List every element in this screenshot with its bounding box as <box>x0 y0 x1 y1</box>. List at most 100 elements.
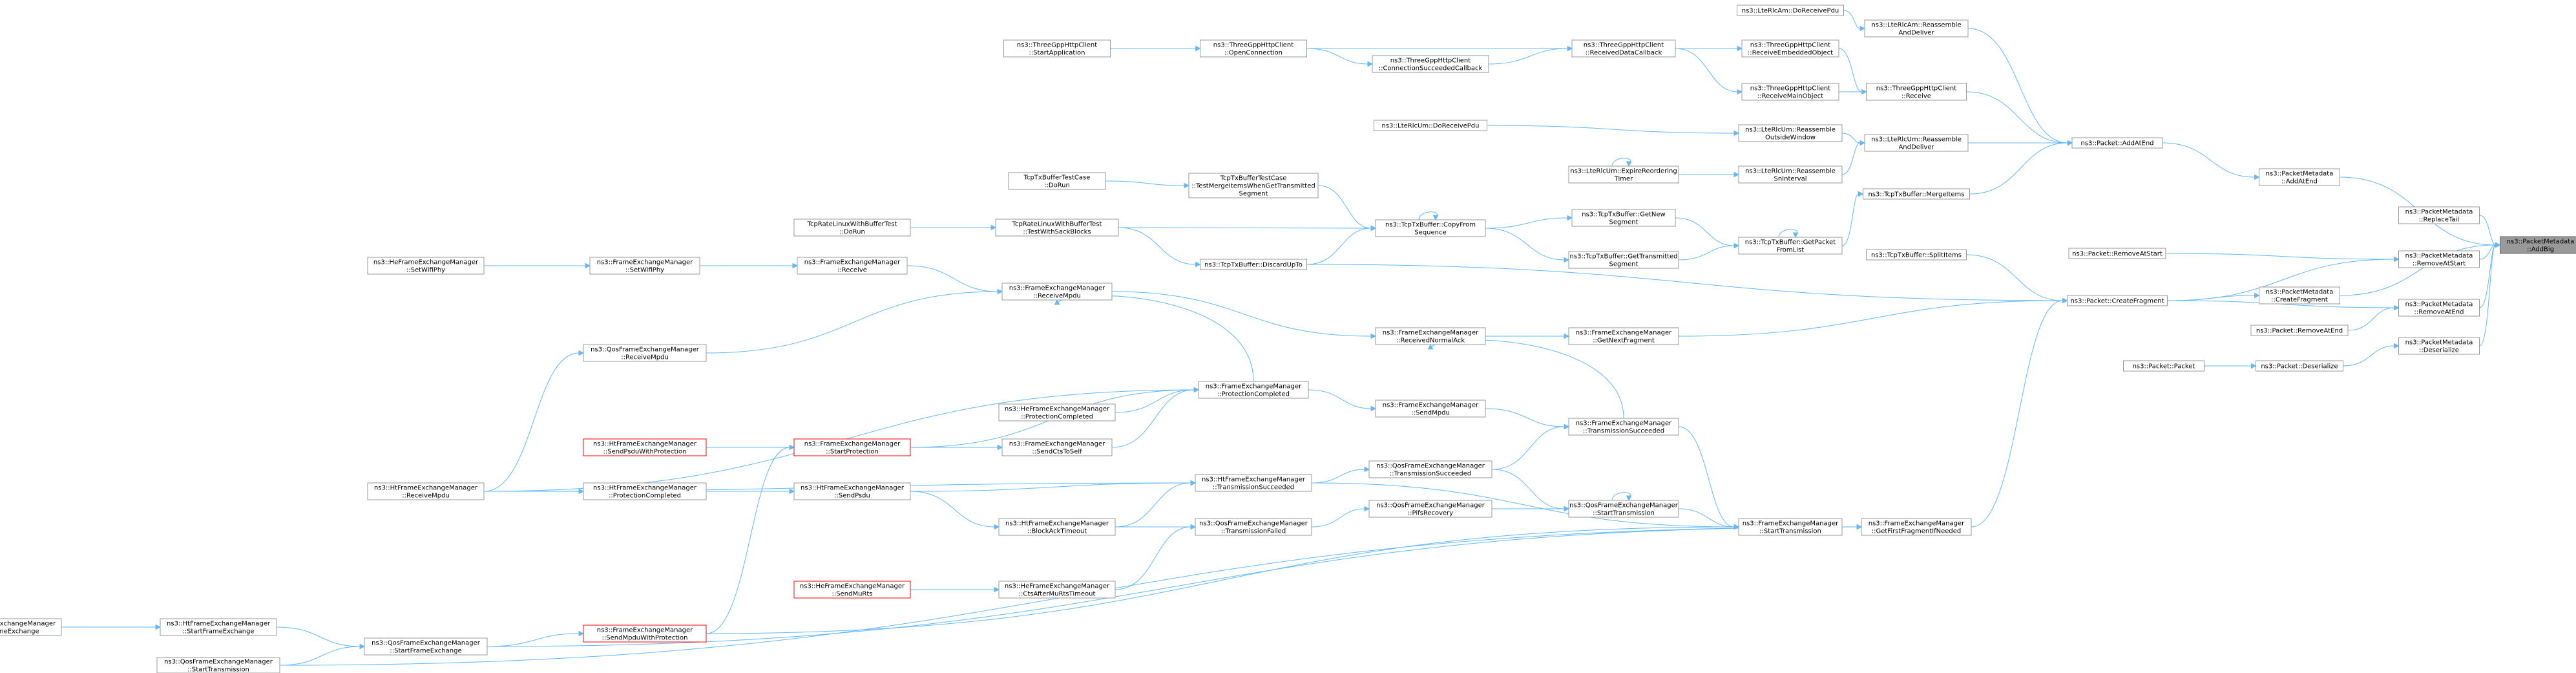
node-qos-tx-succeeded[interactable]: ns3::QosFrameExchangeManager::Transmissi… <box>1368 460 1492 478</box>
node-fem-protection-completed[interactable]: ns3::FrameExchangeManager::ProtectionCom… <box>1198 381 1309 399</box>
node-he-set-wifi-phy[interactable]: ns3::HeFrameExchangeManager::SetWifiPhy <box>367 257 485 275</box>
node-fem-send-mpdu-with-protection[interactable]: ns3::FrameExchangeManager::SendMpduWithP… <box>583 625 707 643</box>
node-pm-replace-tail[interactable]: ns3::PacketMetadata::ReplaceTail <box>2398 206 2480 224</box>
node-test-merge-items[interactable]: TcpTxBufferTestCase::TestMergeItemsWhenG… <box>1188 173 1319 198</box>
node-label-line: ns3::HtFrameExchangeManager <box>593 441 697 448</box>
arrow-head-icon <box>155 624 162 630</box>
node-label-line: TcpTxBufferTestCase <box>1023 175 1091 182</box>
node-layer: ns3::PacketMetadata::AddBigns3::PacketMe… <box>0 5 2576 673</box>
node-fem-receive[interactable]: ns3::FrameExchangeManager::Receive <box>797 257 908 275</box>
node-pm-create-fragment[interactable]: ns3::PacketMetadata::CreateFragment <box>2259 286 2340 304</box>
node-qos-receive-mpdu[interactable]: ns3::QosFrameExchangeManager::ReceiveMpd… <box>583 344 707 362</box>
node-qos-pifs-recovery[interactable]: ns3::QosFrameExchangeManager::PifsRecove… <box>1368 500 1492 518</box>
node-box <box>1571 39 1676 58</box>
node-http-conn-succeeded[interactable]: ns3::ThreeGppHttpClient::ConnectionSucce… <box>1372 55 1489 73</box>
node-pm-deserialize[interactable]: ns3::PacketMetadata::Deserialize <box>2398 337 2480 355</box>
node-http-recv-embedded[interactable]: ns3::ThreeGppHttpClient::ReceiveEmbedded… <box>1741 39 1839 58</box>
node-p-packet[interactable]: ns3::Packet::Packet <box>2123 360 2204 372</box>
node-box <box>1866 83 1967 101</box>
node-pm-remove-at-start[interactable]: ns3::PacketMetadata::RemoveAtStart <box>2398 250 2480 268</box>
node-qos-start-frame-exchange[interactable]: ns3::QosFrameExchangeManager::StartFrame… <box>364 637 488 656</box>
call-edge <box>1488 48 1568 65</box>
node-um-do-receive-pdu[interactable]: ns3::LteRlcUm::DoReceivePdu <box>1374 120 1487 131</box>
node-he-cts-after-mu-rts[interactable]: ns3::HeFrameExchangeManager::CtsAfterMuR… <box>998 581 1116 599</box>
node-qos-tx-failed[interactable]: ns3::QosFrameExchangeManager::Transmissi… <box>1195 518 1312 536</box>
node-fem-start-protection[interactable]: ns3::FrameExchangeManager::StartProtecti… <box>793 438 911 456</box>
node-label-line: ns3::PacketMetadata <box>2266 289 2334 296</box>
node-he-send-mu-rts[interactable]: ns3::HeFrameExchangeManager::SendMuRts <box>793 581 911 599</box>
node-http-receive[interactable]: ns3::ThreeGppHttpClient::Receive <box>1866 83 1967 101</box>
node-p-deserialize[interactable]: ns3::Packet::Deserialize <box>2256 360 2343 372</box>
node-label-line: ns3::Packet::Deserialize <box>2261 363 2338 370</box>
node-test-linux-do-run[interactable]: TcpRateLinuxWithBufferTest::DoRun <box>793 219 911 237</box>
node-label-line: ::StartTransmission <box>1593 510 1655 517</box>
node-he-protection-completed[interactable]: ns3::HeFrameExchangeManager::ProtectionC… <box>998 403 1116 422</box>
node-fem-send-mpdu[interactable]: ns3::FrameExchangeManager::SendMpdu <box>1375 400 1486 418</box>
call-edge <box>906 265 998 292</box>
node-label-line: FromList <box>1777 247 1804 254</box>
node-ht-tx-succeeded[interactable]: ns3::HtFrameExchangeManager::Transmissio… <box>1195 474 1312 492</box>
node-fem-get-next-fragment[interactable]: ns3::FrameExchangeManager::GetNextFragme… <box>1568 327 1679 345</box>
node-he-start-frame-exchange[interactable]: ns3::HeFrameExchangeManager::StartFrameE… <box>0 618 62 636</box>
node-http-recv-main[interactable]: ns3::ThreeGppHttpClient::ReceiveMainObje… <box>1741 83 1839 101</box>
node-http-start-app[interactable]: ns3::ThreeGppHttpClient::StartApplicatio… <box>1003 39 1111 58</box>
node-ht-send-psdu[interactable]: ns3::HtFrameExchangeManager::SendPsdu <box>793 482 911 500</box>
node-tx-split-items[interactable]: ns3::TcpTxBuffer::SplitItems <box>1866 249 1967 261</box>
node-test-sack-blocks[interactable]: TcpRateLinuxWithBufferTest::TestWithSack… <box>995 219 1119 237</box>
call-edge <box>1491 469 1565 509</box>
node-label-line: AndDeliver <box>1898 30 1934 37</box>
node-ht-block-ack-timeout[interactable]: ns3::HtFrameExchangeManager::BlockAckTim… <box>998 518 1116 536</box>
node-label-line: ::AddBig <box>2527 246 2554 253</box>
node-label-line: ns3::FrameExchangeManager <box>804 259 901 266</box>
arrow-head-icon <box>2254 174 2260 180</box>
node-label-line: ::ReceiveEmbeddedObject <box>1748 50 1833 57</box>
node-fem-set-wifi-phy[interactable]: ns3::FrameExchangeManager::SetWifiPhy <box>589 257 700 275</box>
node-box <box>0 618 62 636</box>
node-label-line: ::StartProtection <box>826 449 879 456</box>
node-box <box>1195 518 1312 536</box>
call-edge <box>2479 244 2496 260</box>
node-pm-remove-at-end[interactable]: ns3::PacketMetadata::RemoveAtEnd <box>2398 299 2480 317</box>
node-fem-send-cts-to-self[interactable]: ns3::FrameExchangeManager::SendCtsToSelf <box>1001 438 1113 456</box>
arrow-head-icon <box>1567 45 1573 52</box>
node-pm-add-at-end[interactable]: ns3::PacketMetadata::AddAtEnd <box>2259 168 2340 186</box>
call-edge <box>2167 295 2255 301</box>
node-qos-start-transmission[interactable]: ns3::QosFrameExchangeManager::StartTrans… <box>1568 500 1679 518</box>
node-p-create-fragment[interactable]: ns3::Packet::CreateFragment <box>2067 295 2168 306</box>
arrow-head-icon <box>1861 89 1867 95</box>
node-ht-start-frame-exchange[interactable]: ns3::HtFrameExchangeManager::StartFrameE… <box>160 618 277 636</box>
node-fem-received-normal-ack[interactable]: ns3::FrameExchangeManager::ReceivedNorma… <box>1375 327 1486 345</box>
node-fem-get-first-fragment[interactable]: ns3::FrameExchangeManager::GetFirstFragm… <box>1861 518 1972 536</box>
node-label-line: Segment <box>1609 219 1639 226</box>
arrow-head-icon <box>2062 297 2068 304</box>
node-ht-send-psdu-with-protection[interactable]: ns3::HtFrameExchangeManager::SendPsduWit… <box>583 438 707 456</box>
node-box <box>1568 418 1679 436</box>
node-http-open-connection[interactable]: ns3::ThreeGppHttpClient::OpenConnection <box>1200 39 1307 58</box>
node-ht-receive-mpdu[interactable]: ns3::HtFrameExchangeManager::ReceiveMpdu <box>367 482 485 500</box>
node-p-remove-at-start[interactable]: ns3::Packet::RemoveAtStart <box>2068 248 2166 259</box>
node-add-big[interactable]: ns3::PacketMetadata::AddBig <box>2500 236 2576 254</box>
node-test-do-run[interactable]: TcpTxBufferTestCase::DoRun <box>1008 172 1106 190</box>
node-http-recv-data-cb[interactable]: ns3::ThreeGppHttpClient::ReceivedDataCal… <box>1571 39 1676 58</box>
call-edge <box>1843 10 1861 29</box>
node-qos-start-transmission2[interactable]: ns3::QosFrameExchangeManager::StartTrans… <box>156 657 280 673</box>
node-fem-start-transmission[interactable]: ns3::FrameExchangeManager::StartTransmis… <box>1738 518 1843 536</box>
node-fem-tx-succeeded[interactable]: ns3::FrameExchangeManager::TransmissionS… <box>1568 418 1679 436</box>
node-box <box>1738 518 1843 536</box>
node-tx-merge-items[interactable]: ns3::TcpTxBuffer::MergeItems <box>1863 188 1970 200</box>
node-p-add-at-end[interactable]: ns3::Packet::AddAtEnd <box>2071 137 2163 149</box>
node-tx-discard-up-to[interactable]: ns3::TcpTxBuffer::DiscardUpTo <box>1200 259 1307 270</box>
node-am-do-receive-pdu[interactable]: ns3::LteRlcAm::DoReceivePdu <box>1737 5 1844 16</box>
node-ht-protection-completed[interactable]: ns3::HtFrameExchangeManager::ProtectionC… <box>583 482 707 500</box>
node-fem-receive-mpdu[interactable]: ns3::FrameExchangeManager::ReceiveMpdu <box>1001 283 1113 301</box>
node-p-remove-at-end[interactable]: ns3::Packet::RemoveAtEnd <box>2250 325 2349 336</box>
